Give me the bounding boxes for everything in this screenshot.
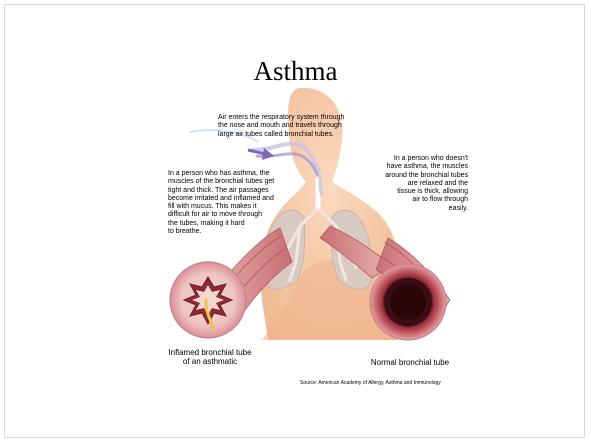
air-entry-text: Air enters the respiratory system throug… [218,114,368,139]
asthma-description-text: In a person who has asthma, the muscles … [168,170,298,236]
source-credit: Source: American Academy of Allergy, Ast… [300,380,441,386]
inflamed-tube-caption: Inflamed bronchial tube of an asthmatic [150,348,270,366]
normal-description-text: In a person who doesn't have asthma, the… [372,155,468,213]
normal-tube-caption: Normal bronchial tube [360,358,460,367]
